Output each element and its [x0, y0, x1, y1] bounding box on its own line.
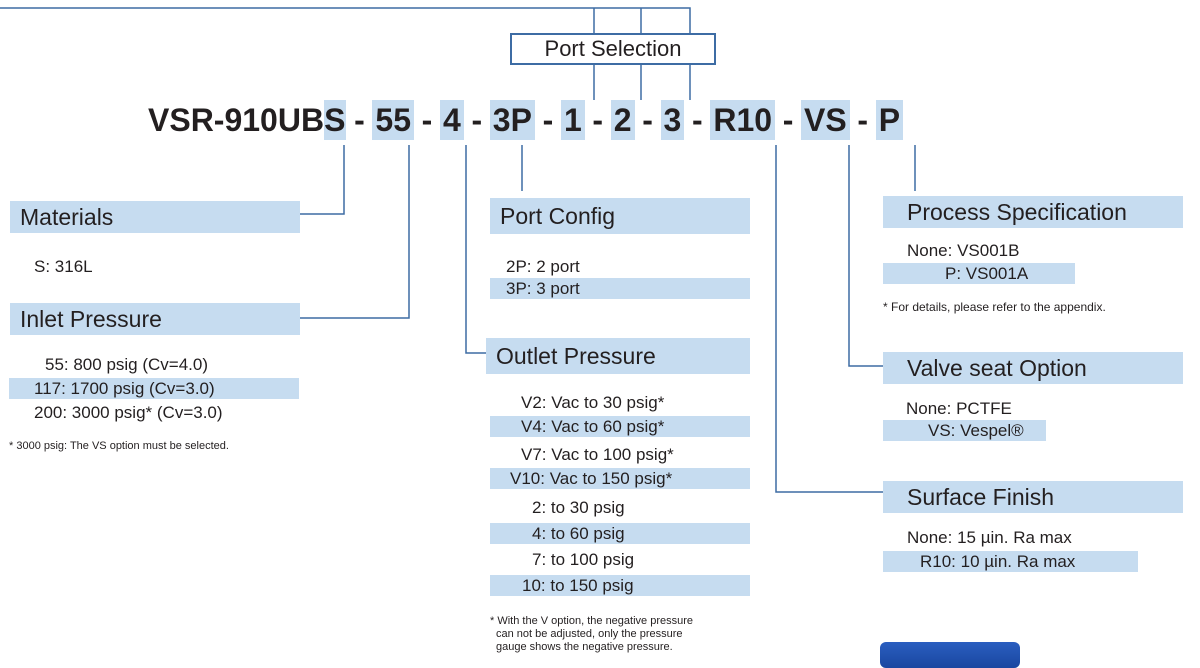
- valve-seat-title: Valve seat Option: [883, 352, 1183, 384]
- code-dash: -: [775, 100, 801, 140]
- surface-connector: [776, 145, 883, 492]
- inlet-row: 117: 1700 psig (Cv=3.0): [9, 378, 299, 399]
- outlet-row: V7: Vac to 100 psig*: [490, 444, 750, 465]
- outlet-pressure-title: Outlet Pressure: [486, 338, 750, 374]
- process-spec-note: * For details, please refer to the appen…: [883, 301, 1106, 314]
- port-config-title: Port Config: [490, 198, 750, 234]
- outlet-row: 4: to 60 psig: [490, 523, 750, 544]
- code-segment-valveseat: VS: [801, 100, 850, 140]
- port-config-row: 3P: 3 port: [490, 278, 750, 299]
- valve-seat-row: None: PCTFE: [883, 398, 1183, 419]
- code-segment-process: P: [876, 100, 903, 140]
- code-dash: -: [414, 100, 440, 140]
- code-segment-portconfig: 3P: [490, 100, 535, 140]
- top-connector: [0, 8, 690, 33]
- code-dash: -: [346, 100, 372, 140]
- materials-title: Materials: [10, 201, 300, 233]
- outlet-row: 7: to 100 psig: [490, 549, 750, 570]
- outlet-row: V10: Vac to 150 psig*: [490, 468, 750, 489]
- code-segment-surface: R10: [710, 100, 775, 140]
- code-dash: -: [585, 100, 611, 140]
- inlet-connector: [300, 145, 409, 318]
- outlet-row: V4: Vac to 60 psig*: [490, 416, 750, 437]
- process-spec-row: None: VS001B: [883, 240, 1183, 261]
- code-segment-outlet: 4: [440, 100, 464, 140]
- outlet-connector: [466, 145, 486, 353]
- outlet-note-line: gauge shows the negative pressure.: [496, 641, 673, 654]
- surface-finish-title: Surface Finish: [883, 481, 1183, 513]
- code-dash: -: [684, 100, 710, 140]
- code-dash: -: [850, 100, 876, 140]
- inlet-note: * 3000 psig: The VS option must be selec…: [9, 440, 229, 453]
- code-segment-port3: 3: [661, 100, 685, 140]
- surface-finish-row: None: 15 µin. Ra max: [883, 527, 1183, 548]
- process-spec-title: Process Specification: [883, 196, 1183, 228]
- outlet-row: 10: to 150 psig: [490, 575, 750, 596]
- code-dash: -: [635, 100, 661, 140]
- code-segment-materials: S: [324, 100, 346, 140]
- code-segment-port1: 1: [561, 100, 585, 140]
- outlet-row: 2: to 30 psig: [490, 497, 750, 518]
- inlet-pressure-title: Inlet Pressure: [10, 303, 300, 335]
- outlet-note-line: can not be adjusted, only the pressure: [496, 628, 683, 641]
- outlet-note-line: * With the V option, the negative pressu…: [490, 615, 693, 628]
- valve-product-image: [880, 642, 1020, 668]
- outlet-row: V2: Vac to 30 psig*: [490, 392, 750, 413]
- inlet-row: 55: 800 psig (Cv=4.0): [9, 354, 299, 375]
- port-config-row: 2P: 2 port: [490, 256, 750, 277]
- port-selection-label: Port Selection: [510, 33, 716, 65]
- process-spec-row: P: VS001A: [883, 263, 1075, 284]
- inlet-row: 200: 3000 psig* (Cv=3.0): [9, 402, 299, 423]
- code-dash: -: [464, 100, 490, 140]
- materials-connector: [300, 145, 344, 214]
- code-segment-inlet: 55: [372, 100, 414, 140]
- model-code: VSR-910UBS-55-4-3P-1-2-3-R10-VS-P: [148, 100, 903, 140]
- code-dash: -: [535, 100, 561, 140]
- valveseat-connector: [849, 145, 883, 366]
- model-prefix: VSR-910UB: [148, 102, 324, 138]
- code-segment-port2: 2: [611, 100, 635, 140]
- valve-seat-row: VS: Vespel®: [883, 420, 1046, 441]
- materials-row: S: 316L: [34, 256, 93, 277]
- surface-finish-row: R10: 10 µin. Ra max: [883, 551, 1138, 572]
